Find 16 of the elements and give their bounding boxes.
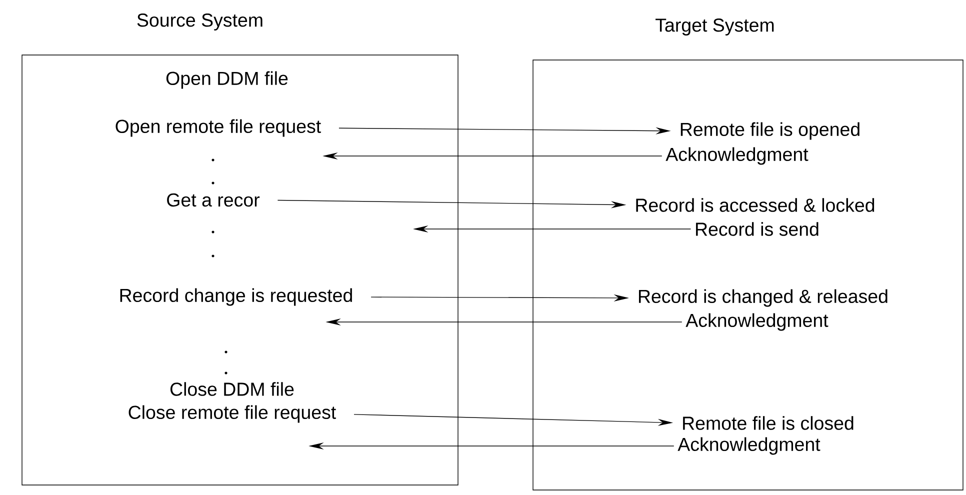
message-text: Remote file is closed: [683, 416, 854, 430]
message-text: Open remote file request: [116, 119, 321, 137]
message-text: Record is send: [696, 222, 818, 236]
message-text: Close remote file request: [128, 405, 336, 423]
message-text: Record is accessed & locked: [636, 198, 874, 212]
message-text: Get a recor: [167, 193, 260, 207]
message-text: Acknowledgment: [678, 437, 820, 455]
message-text: Acknowledgment: [686, 313, 828, 331]
message-text: Record change is requested: [120, 288, 352, 306]
message-text: Remote file is opened: [680, 122, 860, 140]
message-text: Acknowledgment: [666, 147, 808, 165]
node-label: Target System: [656, 18, 774, 36]
node-label: Source System: [137, 14, 262, 30]
step-label: Close DDM file: [170, 382, 294, 396]
step-label: Open DDM file: [166, 71, 288, 89]
message-text: Record is changed & released: [639, 289, 888, 307]
